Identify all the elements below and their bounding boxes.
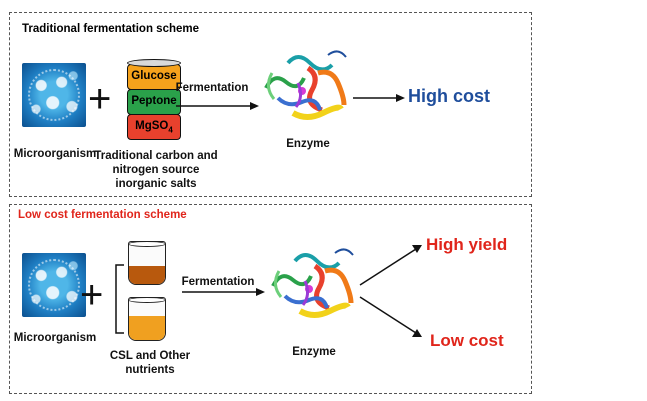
cost-arrowhead-top — [396, 94, 405, 102]
nutrients-jar-fill — [129, 316, 165, 340]
medium-bracket — [115, 264, 124, 334]
yield-arrow — [359, 248, 417, 286]
fermentation-arrowhead-bottom — [256, 288, 265, 296]
enzyme-label-top: Enzyme — [286, 138, 330, 150]
nutrients-jar — [128, 297, 166, 341]
yield-arrowhead — [412, 245, 422, 253]
traditional-scheme-title: Traditional fermentation scheme — [22, 23, 200, 35]
fermentation-label-top: Fermentation — [175, 82, 249, 94]
enzyme-label-bottom: Enzyme — [292, 346, 336, 358]
lowcost-scheme-panel: Low cost fermentation scheme Microorgani… — [9, 204, 532, 394]
lowcost-arrow — [359, 296, 417, 334]
result-high-cost: High cost — [408, 86, 491, 106]
medium-layer-peptone: Peptone — [127, 89, 181, 115]
bottle-cap — [127, 59, 181, 67]
arrows-bottom — [115, 245, 422, 337]
csl-jar-fill — [129, 266, 165, 284]
fermentation-label-bottom: Fermentation — [181, 276, 255, 288]
arrows-top — [176, 94, 405, 110]
microorganism-image-bottom — [22, 253, 86, 317]
lowcost-scheme-title: Low cost fermentation scheme — [18, 209, 187, 221]
fermentation-arrowhead-top — [250, 102, 259, 110]
traditional-scheme-panel: Traditional fermentation scheme Microorg… — [9, 12, 532, 197]
result-low-cost: Low cost — [430, 331, 504, 350]
microorganism-label-bottom: Microorganism — [13, 332, 97, 344]
traditional-medium-label: Traditional carbon and nitrogen source i… — [94, 150, 218, 190]
enzyme-structure-top — [264, 50, 347, 120]
microorganism-label-top: Microorganism — [13, 148, 97, 160]
nutrients-jar-rim — [129, 298, 165, 303]
medium-layer-glucose: Glucose — [127, 64, 181, 90]
lowcost-medium-label: CSL and Other nutrients — [109, 350, 191, 376]
traditional-medium-bottle: Glucose Peptone MgSO4 — [127, 59, 181, 140]
csl-jar — [128, 241, 166, 285]
microorganism-image-top — [22, 63, 86, 127]
medium-layer-mgso4: MgSO4 — [127, 114, 181, 140]
plus-sign-bottom: + — [80, 273, 104, 317]
plus-sign-top: + — [88, 77, 112, 121]
result-high-yield: High yield — [426, 235, 508, 254]
enzyme-structure-bottom — [271, 248, 354, 318]
lowcost-arrowhead — [412, 329, 422, 337]
csl-jar-rim — [129, 242, 165, 247]
